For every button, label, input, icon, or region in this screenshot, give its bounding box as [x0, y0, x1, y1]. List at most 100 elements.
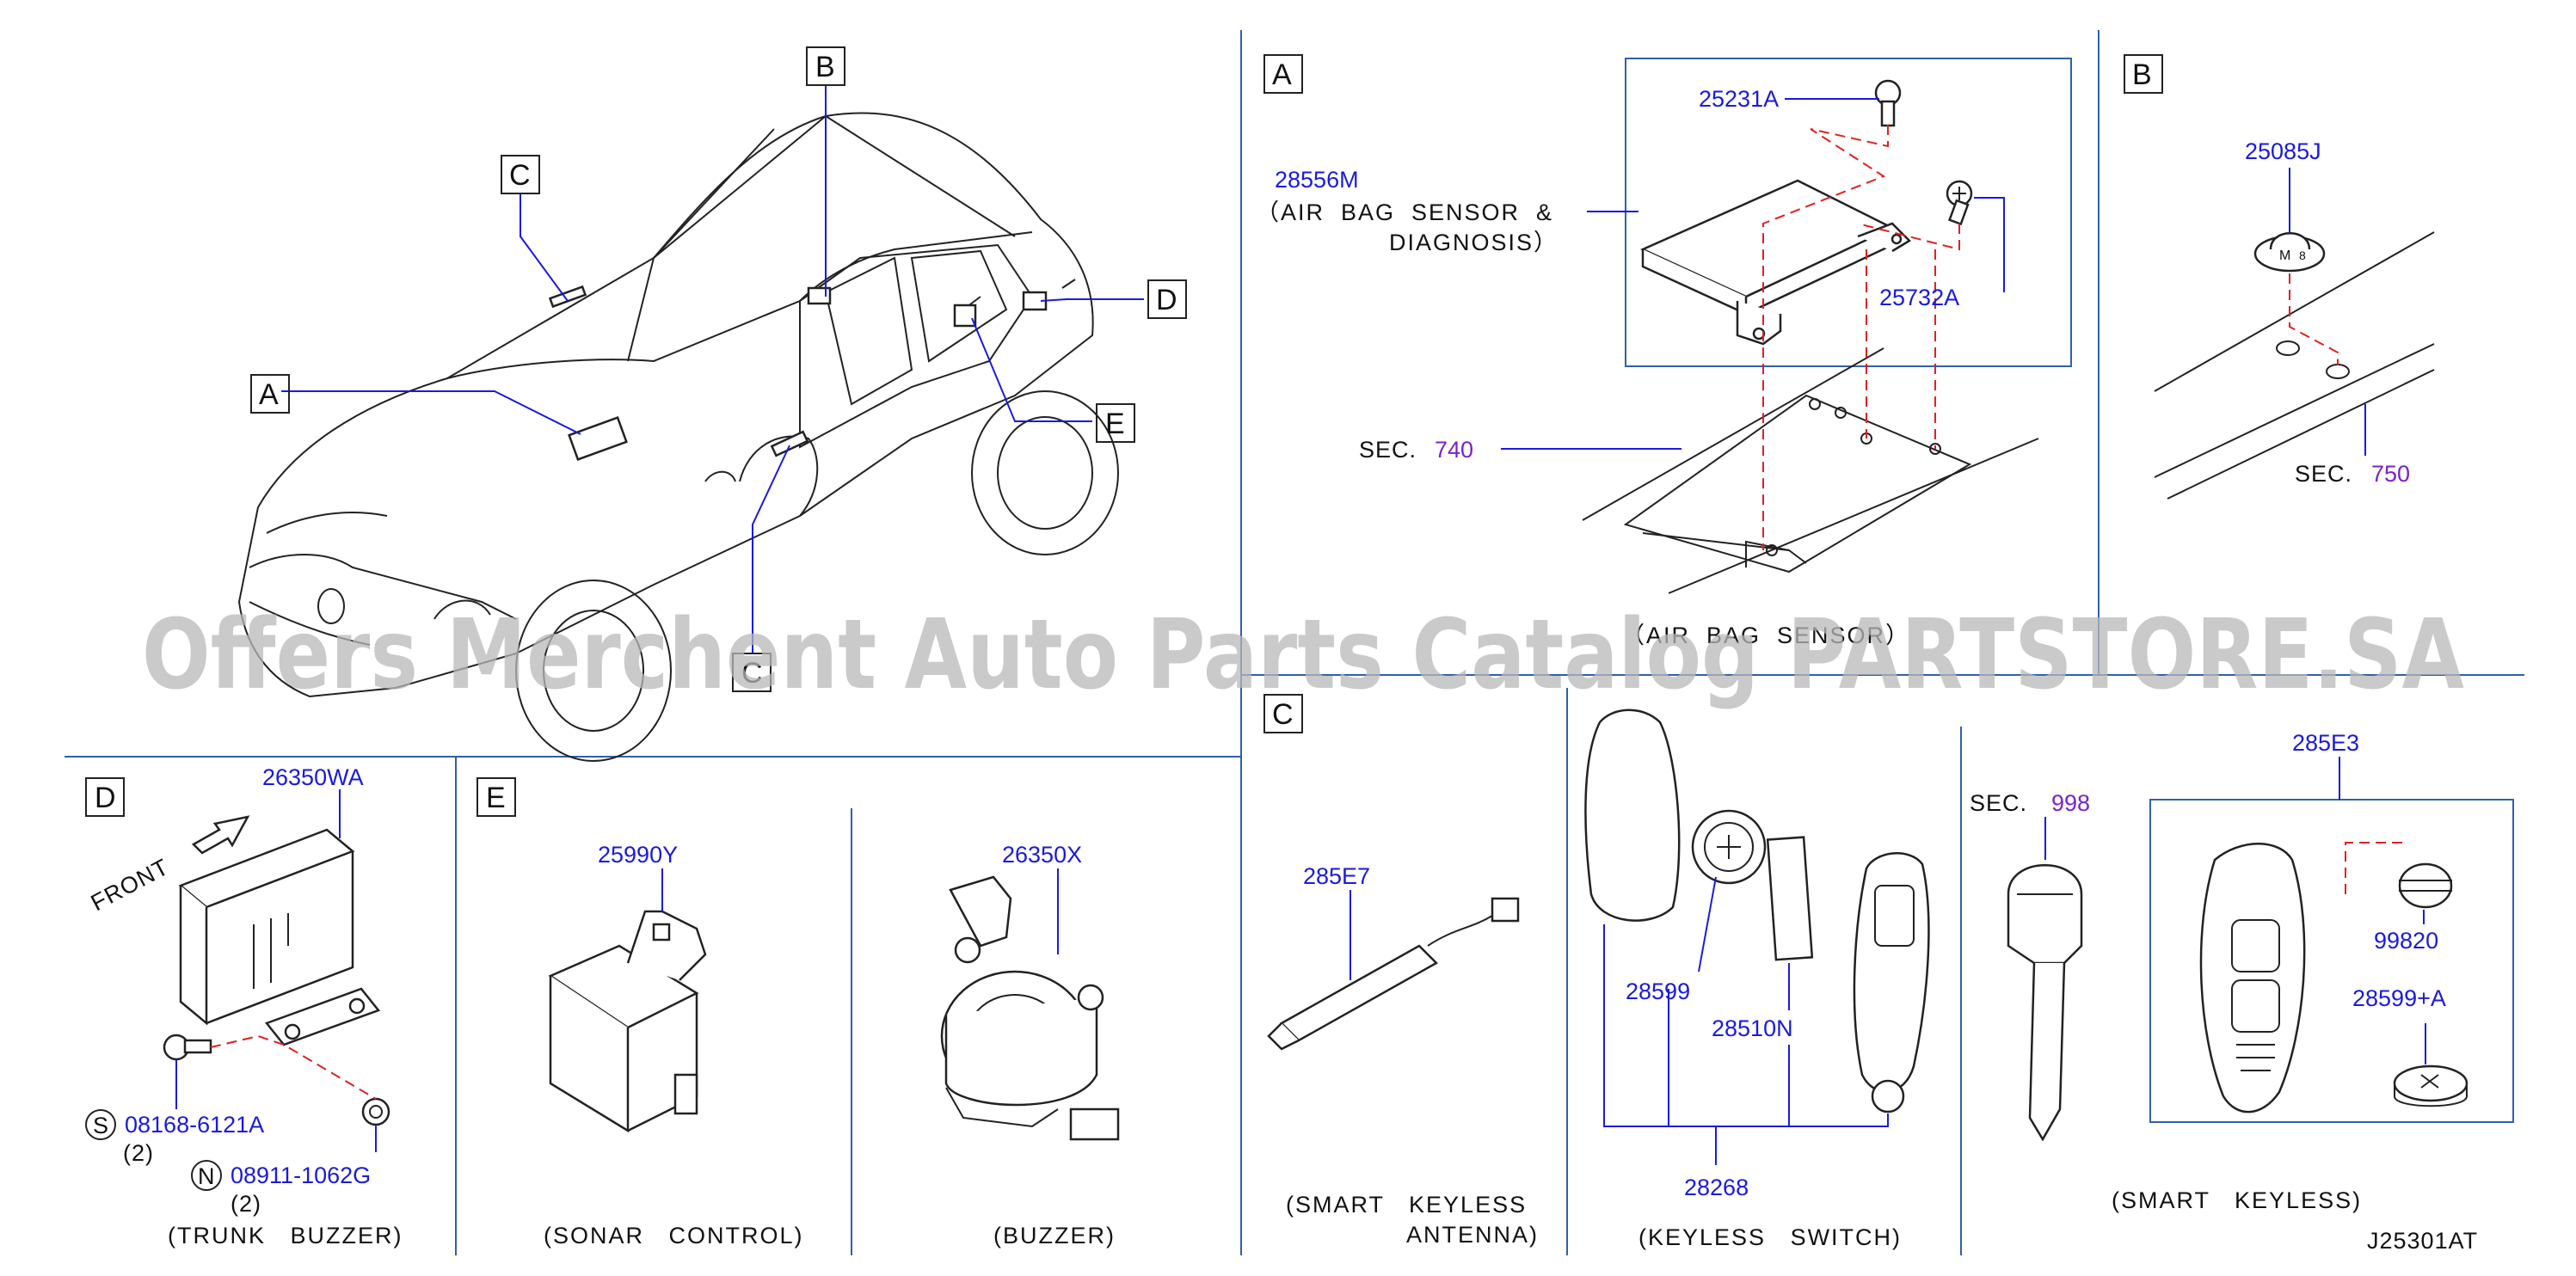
key-fob — [1853, 852, 1930, 1093]
sec-label-a: SEC. — [1359, 437, 1417, 463]
panel-a: A — [1256, 54, 2072, 648]
caption-trunk-buzzer: (TRUNK BUZZER) — [168, 1223, 403, 1248]
part-25085j: 25085J — [2245, 138, 2321, 164]
smart-keyless-box — [2149, 799, 2514, 1123]
caption-smart-keyless: (SMART KEYLESS) — [2112, 1187, 2362, 1213]
trunk-buzzer-26350wa — [178, 828, 381, 1046]
callout-e: E — [1096, 403, 1135, 443]
sensor-description-line2: DIAGNOSIS） — [1389, 230, 1559, 255]
callout-c: C — [501, 155, 540, 194]
callout-e-letter: E — [1105, 408, 1125, 440]
panel-a-letter: A — [1272, 58, 1292, 91]
part-285e7: 285E7 — [1303, 863, 1370, 889]
panel-d-leaders — [175, 789, 377, 1152]
part-28268: 28268 — [1684, 1175, 1749, 1200]
part-28599a: 28599+A — [2352, 985, 2446, 1011]
callout-a-letter: A — [259, 378, 279, 411]
panel-e-letter: E — [486, 782, 506, 814]
panel-d-letter: D — [95, 782, 116, 814]
floor-panel — [1582, 347, 2039, 594]
panel-e: E 25990Y (SONAR CONTROL) 26350X (BUZZER) — [476, 777, 1120, 1248]
panel-c: C 285E7 (SMART KEYLESS ANTENNA) — [1263, 694, 2514, 1254]
part-25732a: 25732A — [1879, 285, 1959, 310]
nut-symbol: N — [198, 1163, 216, 1189]
smart-key-fob — [2199, 843, 2306, 1113]
part-99820: 99820 — [2374, 928, 2438, 954]
sec-label-b: SEC. — [2295, 461, 2352, 487]
part-25990y: 25990Y — [598, 842, 678, 868]
panel-b: B M 8 25085J SEC. 750 — [2124, 54, 2435, 500]
part-285e3: 285E3 — [2292, 730, 2359, 756]
bolt-25231a — [1874, 79, 1902, 127]
smart-keyless-assembly: 285E3 99820 28599+A (SMART KEYLESS) — [2112, 730, 2514, 1213]
callout-c-lower: C — [732, 653, 772, 692]
keypad-28510n — [1766, 836, 1814, 961]
coin-battery-28599a — [2393, 1064, 2468, 1102]
caption-keyless-switch: (KEYLESS SWITCH) — [1638, 1224, 1902, 1250]
panel-d: D FRONT 26350WA — [85, 764, 403, 1248]
callout-c-letter: C — [509, 159, 531, 192]
buzzer-guide — [210, 1034, 377, 1100]
key-blade: SEC. 998 — [1970, 790, 2090, 1142]
part-28556m: 28556M — [1275, 167, 1359, 193]
emblem-99820 — [2398, 862, 2453, 909]
callout-b: B — [806, 46, 845, 86]
watermark-text: Offers Merchent Auto Parts Catalog PARTS… — [142, 599, 2464, 711]
sonar-location — [953, 304, 977, 328]
antenna-location — [548, 285, 587, 309]
assembly-guides — [1762, 125, 1960, 550]
panel-c-letter: C — [1272, 698, 1294, 731]
part-26350wa: 26350WA — [262, 764, 364, 790]
smart-keyless-antenna: 285E7 (SMART KEYLESS ANTENNA) — [1267, 863, 1539, 1248]
caption-buzzer: (BUZZER) — [993, 1223, 1116, 1248]
overview-leaders — [281, 86, 1144, 653]
nut-08911-1062g — [361, 1097, 390, 1126]
panel-a-leaders — [1501, 98, 2005, 450]
switch-location — [770, 286, 832, 457]
airbag-sensor-location — [568, 416, 628, 461]
clip-25085j: M 8 — [2253, 232, 2326, 273]
sensor-description-line1: （AIR BAG SENSOR & — [1256, 199, 1553, 225]
clip-guide — [2289, 273, 2339, 365]
caption-smart-keyless-antenna-2: ANTENNA) — [1406, 1222, 1539, 1248]
key-cover — [1584, 709, 1681, 922]
bolt-symbol-circle — [85, 1109, 116, 1140]
bolt-symbol: S — [93, 1113, 109, 1138]
part-26350x: 26350X — [1002, 842, 1082, 868]
bolt-25732a — [1946, 180, 1973, 226]
vehicle-overview: A B C D E C — [237, 46, 1187, 762]
sec-740: 740 — [1435, 437, 1473, 463]
part-25231a: 25231A — [1699, 86, 1779, 112]
diagram-code: J25301AT — [2367, 1228, 2478, 1254]
part-28599: 28599 — [1626, 978, 1690, 1004]
panel-dividers — [65, 30, 2524, 1255]
roof-panel — [2154, 231, 2435, 500]
bolt-qty: (2) — [123, 1140, 154, 1166]
panel-b-leaders — [2289, 168, 2366, 456]
sonar-control-unit: 25990Y (SONAR CONTROL) — [544, 842, 804, 1248]
switch-leaders — [1603, 876, 1889, 1165]
buzzer-26350x: 26350X (BUZZER) — [940, 842, 1120, 1248]
smart-keyless-leaders — [2339, 757, 2426, 1064]
callout-a: A — [250, 374, 290, 414]
svg-text:M: M — [2279, 248, 2290, 263]
panel-b-letter: B — [2132, 58, 2152, 91]
sec-750: 750 — [2371, 461, 2410, 487]
part-08911-1062g: 08911-1062G — [231, 1163, 371, 1188]
air-bag-sensor-unit — [1639, 179, 1912, 346]
nut-symbol-circle — [191, 1160, 222, 1191]
callout-d: D — [1147, 279, 1187, 319]
sec-998: 998 — [2051, 790, 2090, 816]
caption-air-bag-sensor: （AIR BAG SENSOR） — [1621, 623, 1910, 648]
caption-smart-keyless-antenna-1: (SMART KEYLESS — [1286, 1192, 1527, 1218]
emblem-guide — [2345, 842, 2404, 894]
callout-d-letter: D — [1156, 284, 1177, 316]
svg-text:8: 8 — [2299, 248, 2306, 262]
part-08168-6121a: 08168-6121A — [125, 1112, 264, 1138]
car-illustration — [237, 112, 1119, 762]
bolt-08168-6121a — [163, 1034, 212, 1061]
keyless-switch-assembly: 28599 28510N 28268 (KEYLESS SWITCH) — [1584, 709, 1930, 1250]
nut-qty: (2) — [231, 1191, 261, 1217]
caption-sonar-control: (SONAR CONTROL) — [544, 1223, 804, 1248]
